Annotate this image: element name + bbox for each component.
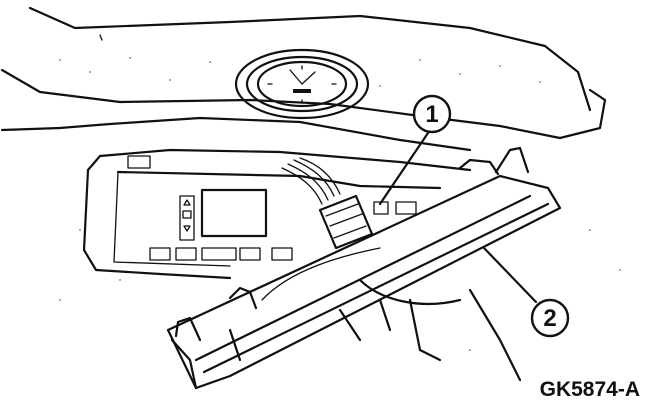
callout-1: 1 xyxy=(378,94,452,206)
callout-2: 2 xyxy=(482,246,570,338)
climate-button xyxy=(149,247,171,261)
climate-button xyxy=(239,247,261,261)
callout-2-label: 2 xyxy=(543,305,556,332)
climate-button xyxy=(175,247,197,261)
analog-clock xyxy=(234,48,370,120)
climate-button xyxy=(271,247,293,261)
climate-control-display xyxy=(149,188,417,261)
climate-button xyxy=(201,247,237,261)
wiring-harness xyxy=(281,157,341,205)
dashboard-upper-panel xyxy=(0,6,607,152)
steering-column xyxy=(338,278,522,382)
climate-control-recess xyxy=(82,148,472,280)
climate-button xyxy=(395,201,417,215)
electrical-connector xyxy=(318,194,374,250)
figure-code: GK5874-A xyxy=(540,378,640,401)
climate-control-module xyxy=(166,146,562,390)
callout-1-label: 1 xyxy=(425,101,438,128)
